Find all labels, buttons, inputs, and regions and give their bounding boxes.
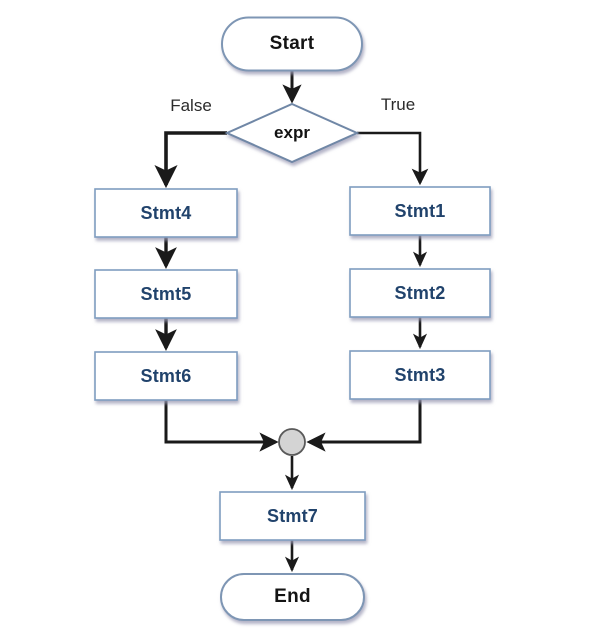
nodes-layer bbox=[94, 16, 491, 621]
node-merge-connector[interactable] bbox=[278, 428, 306, 456]
node-stmt2[interactable] bbox=[349, 268, 491, 318]
node-stmt1[interactable] bbox=[349, 186, 491, 236]
node-expr-decision[interactable] bbox=[224, 102, 360, 164]
node-stmt3[interactable] bbox=[349, 350, 491, 400]
node-end[interactable] bbox=[220, 573, 365, 621]
edge-stmt3-to-merge bbox=[306, 399, 422, 452]
node-stmt6[interactable] bbox=[94, 351, 238, 401]
edges-layer bbox=[154, 70, 429, 573]
node-stmt7[interactable] bbox=[219, 491, 366, 541]
edge-stmt6-to-merge bbox=[164, 400, 279, 452]
edge-expr-false-to-stmt4 bbox=[154, 131, 227, 189]
edge-expr-true-to-stmt1 bbox=[357, 131, 429, 186]
node-start[interactable] bbox=[221, 16, 363, 72]
node-stmt4[interactable] bbox=[94, 188, 238, 238]
node-stmt5[interactable] bbox=[94, 269, 238, 319]
